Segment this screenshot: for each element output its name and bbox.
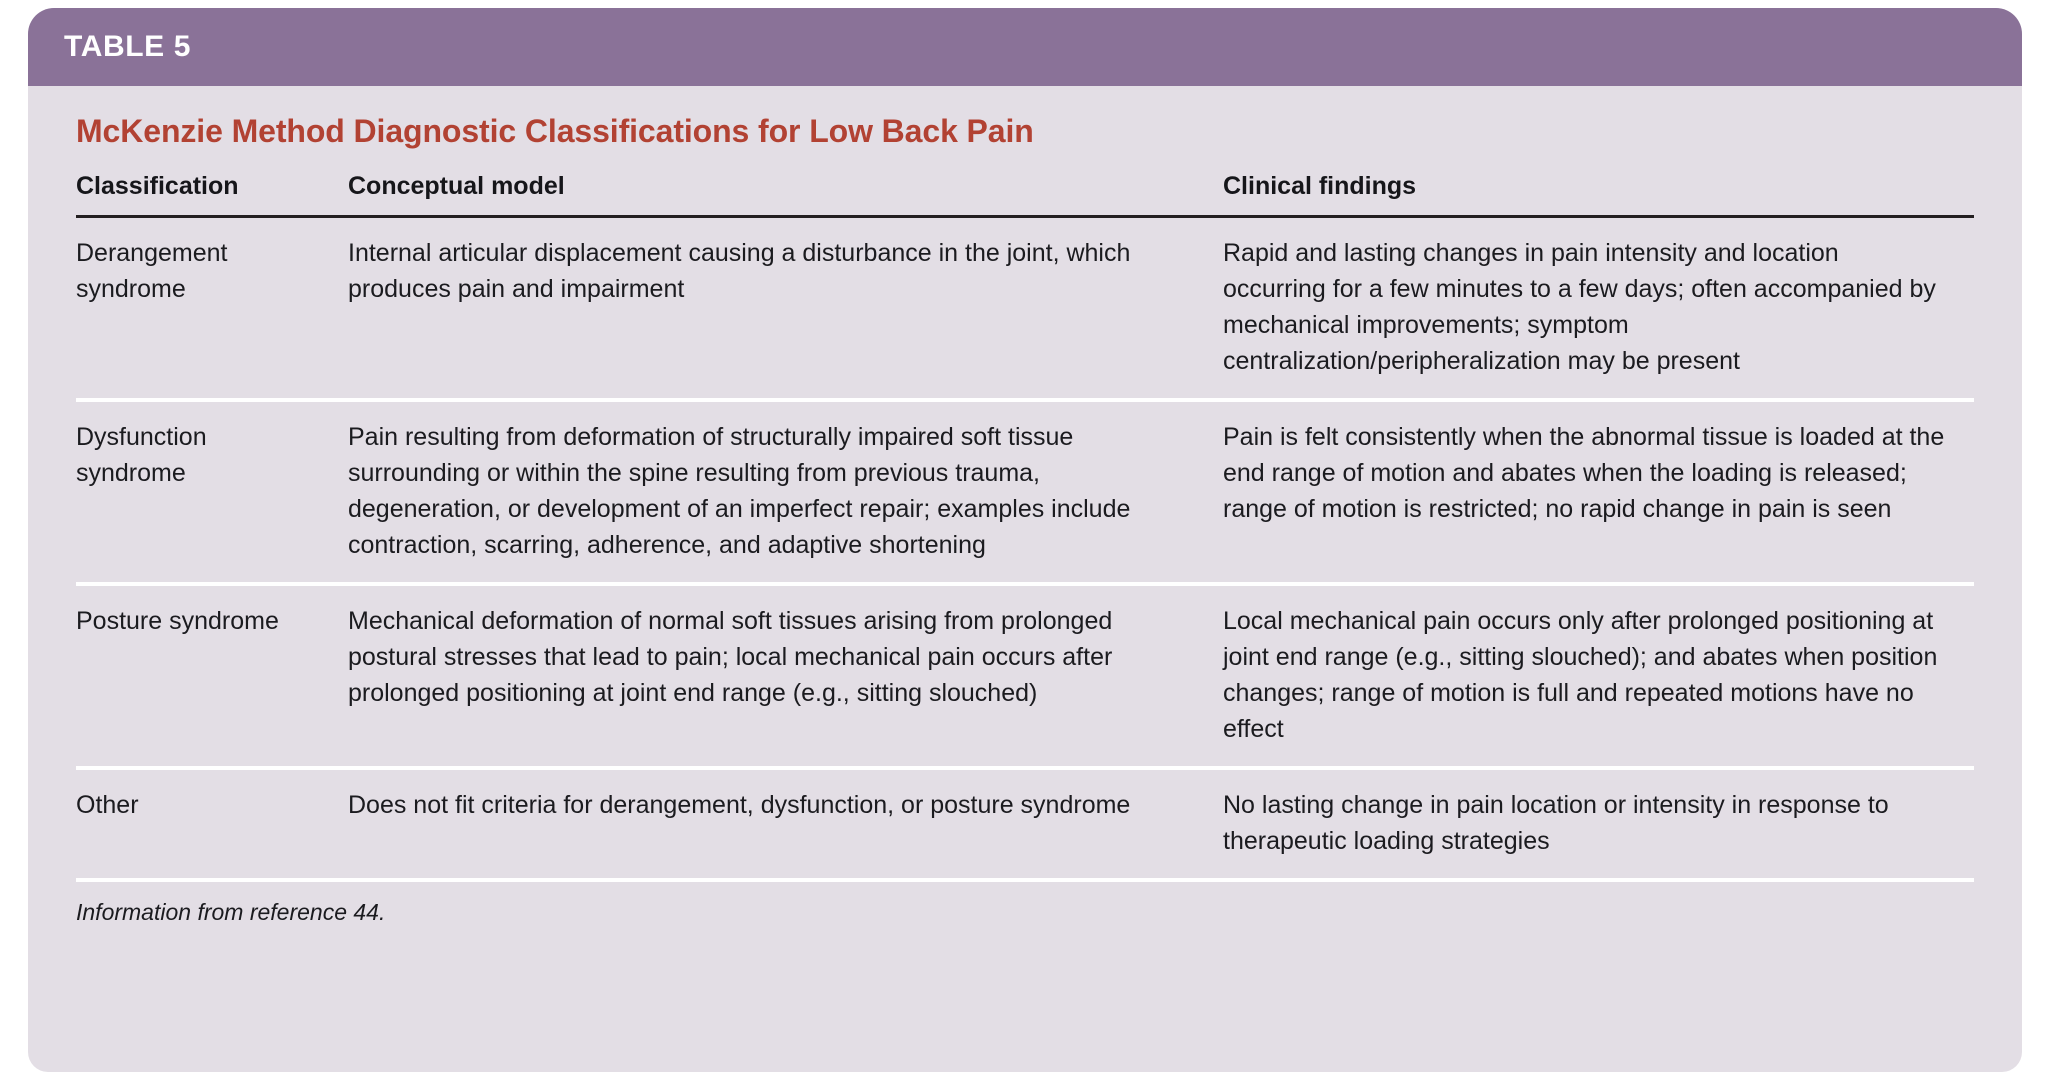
table-row: Other Does not fit criteria for derangem… bbox=[76, 768, 1974, 883]
cell-conceptual-model: Does not fit criteria for derangement, d… bbox=[348, 768, 1223, 883]
cell-classification: Derangement syndrome bbox=[76, 216, 348, 403]
table-body: McKenzie Method Diagnostic Classificatio… bbox=[28, 86, 2022, 926]
table-row: Dysfunction syndrome Pain resulting from… bbox=[76, 400, 1974, 587]
cell-conceptual-model: Internal articular displacement causing … bbox=[348, 216, 1223, 403]
cell-clinical-findings: Pain is felt consistently when the abnor… bbox=[1223, 400, 1974, 587]
column-header-classification: Classification bbox=[76, 150, 348, 219]
table-row: Derangement syndrome Internal articular … bbox=[76, 216, 1974, 403]
cell-conceptual-model: Mechanical deformation of normal soft ti… bbox=[348, 584, 1223, 771]
cell-clinical-findings: Local mechanical pain occurs only after … bbox=[1223, 584, 1974, 771]
cell-classification: Other bbox=[76, 768, 348, 883]
table-footnote: Information from reference 44. bbox=[76, 899, 386, 926]
classification-table: Classification Conceptual model Clinical… bbox=[76, 150, 1974, 883]
table-row: Posture syndrome Mechanical deformation … bbox=[76, 584, 1974, 771]
table-title: McKenzie Method Diagnostic Classificatio… bbox=[76, 113, 1034, 149]
table-banner: TABLE 5 bbox=[28, 8, 2022, 86]
table-card: TABLE 5 McKenzie Method Diagnostic Class… bbox=[28, 8, 2022, 1072]
cell-classification: Posture syndrome bbox=[76, 584, 348, 771]
column-header-conceptual-model: Conceptual model bbox=[348, 150, 1223, 219]
table-number-label: TABLE 5 bbox=[64, 30, 191, 63]
cell-classification: Dysfunction syndrome bbox=[76, 400, 348, 587]
table-header-row: Classification Conceptual model Clinical… bbox=[76, 150, 1974, 219]
cell-clinical-findings: No lasting change in pain location or in… bbox=[1223, 768, 1974, 883]
cell-conceptual-model: Pain resulting from deformation of struc… bbox=[348, 400, 1223, 587]
cell-clinical-findings: Rapid and lasting changes in pain intens… bbox=[1223, 216, 1974, 403]
column-header-clinical-findings: Clinical findings bbox=[1223, 150, 1974, 219]
